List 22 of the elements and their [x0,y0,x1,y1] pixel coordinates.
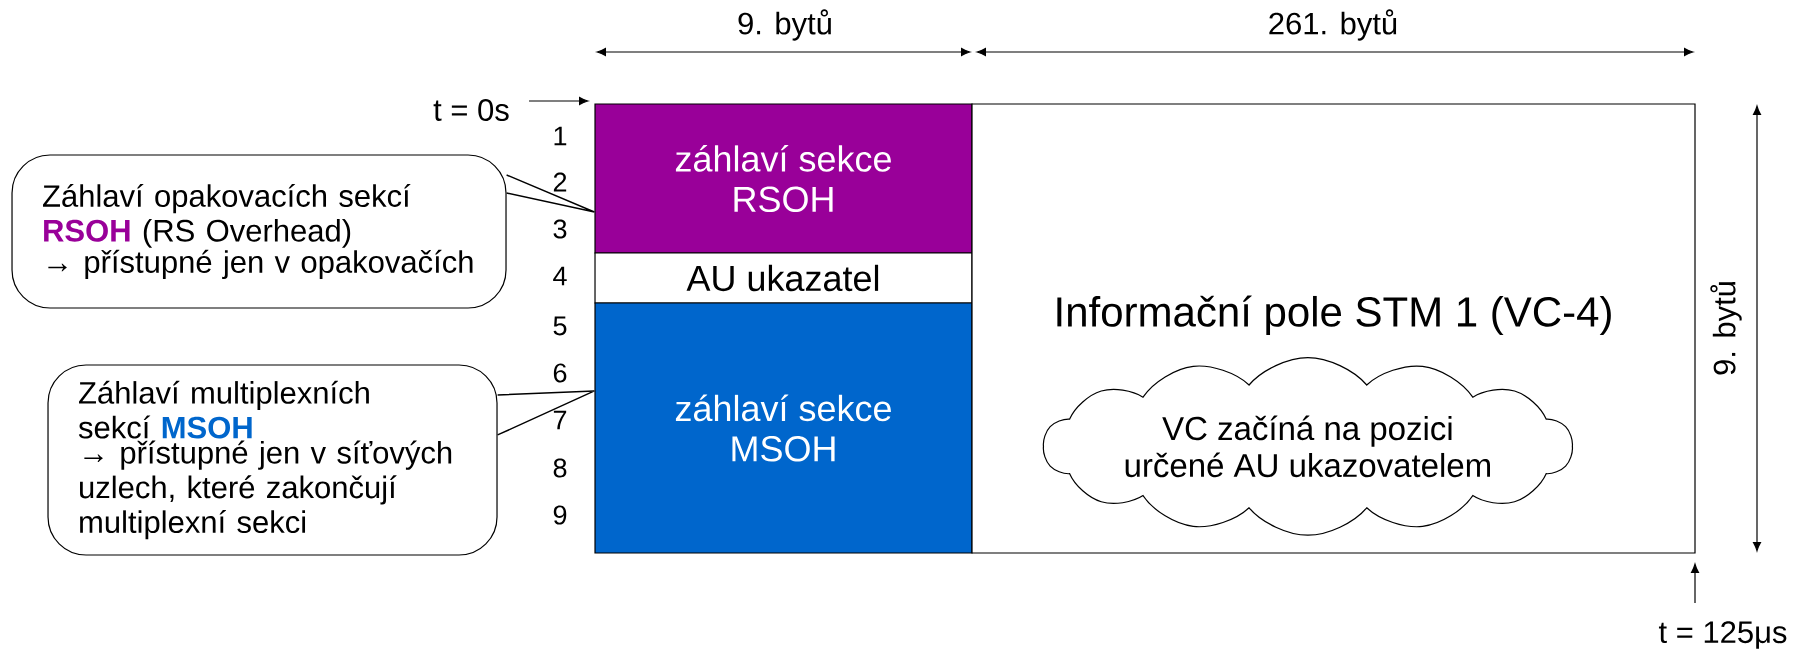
dimension-label: 9. bytů [1710,282,1742,375]
speech-bubble: Záhlaví multiplexních sekcí MSOH → přístupné jen v síťových uzlech, které zakončují multiplexní sekci [47,364,498,556]
row-number: 5 [553,316,567,336]
callout-pointer [505,174,596,213]
row-number: 4 [553,266,567,286]
frame-section: záhlaví sekce RSOH [594,103,973,254]
row-number: 1 [554,126,567,146]
row-number: 3 [553,219,567,239]
row-number: 2 [553,172,567,192]
callout-pointer [496,390,596,436]
row-number: 8 [553,458,567,478]
row-number: 7 [553,410,567,430]
time-label: t = 125μs [1658,621,1787,649]
speech-bubble: Záhlaví opakovacích sekcí RSOH (RS Overhead) → přístupné jen v opakovačích [11,154,507,309]
dimension-label: 261. bytů [1269,9,1397,41]
frame-section: AU ukazatel [594,252,973,304]
row-number: 9 [553,505,567,525]
dimension-label: 9. bytů [738,9,831,41]
time-label: t = 0s [433,99,509,121]
row-number: 6 [553,363,567,383]
cloud: VC začíná na pozici určené AU ukazovatelem [1042,356,1574,536]
frame-section: záhlaví sekce MSOH [594,302,973,554]
